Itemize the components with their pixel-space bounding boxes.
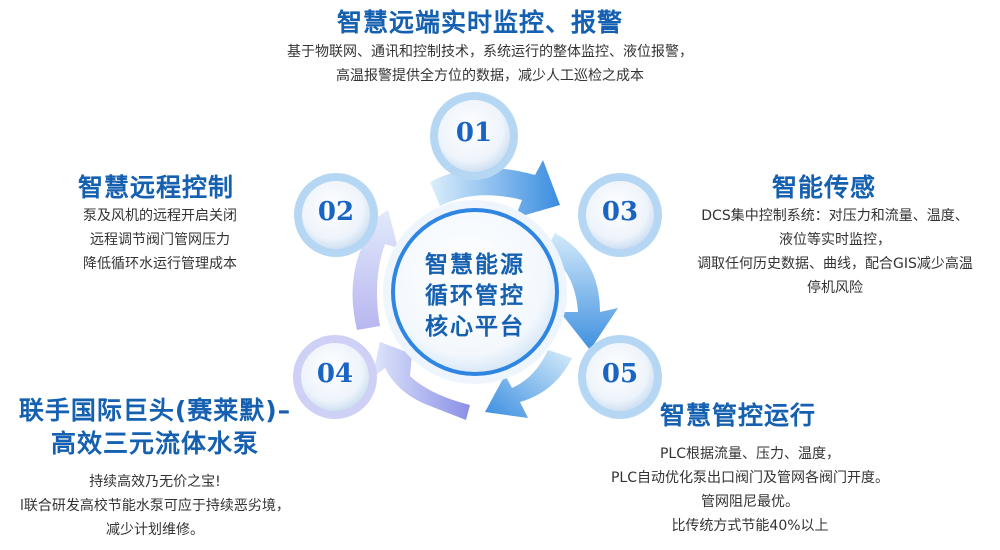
cycle-arrow-3 (485, 350, 572, 418)
item-05-line-2: PLC自动优化泵出口阀门及管网各阀门开度。 (610, 470, 890, 486)
item-04-line-1: 持续高效乃无价之宝! (89, 474, 221, 490)
item-01-line-1: 基于物联网、通讯和控制技术，系统运行的整体监控、液位报警， (287, 44, 693, 60)
item-03-line-1: DCS集中控制系统：对压力和流量、温度、 (701, 208, 969, 224)
item-02-line-1: 泵及风机的远程开启关闭 (83, 208, 237, 224)
item-05-desc: PLC根据流量、压力、温度， PLC自动优化泵出口阀门及管网各阀门开度。 管网阻… (580, 442, 920, 538)
item-03-desc: DCS集中控制系统：对压力和流量、温度、 液位等实时监控， 调取任何历史数据、曲… (680, 204, 990, 300)
node-number-03: 03 (601, 197, 639, 227)
item-05-line-3: 管网阻尼最优。 (701, 494, 799, 510)
node-circle-01 (438, 100, 510, 172)
item-01-title: 智慧远端实时监控、报警 (337, 8, 624, 37)
node-number-02: 02 (317, 197, 355, 227)
item-01-desc: 基于物联网、通讯和控制技术，系统运行的整体监控、液位报警， 高温报警提供全方位的… (250, 40, 730, 88)
item-05-title: 智慧管控运行 (660, 401, 817, 430)
cycle-arrow-2 (545, 233, 618, 350)
item-04-title-line-2: 高效三元流体水泵 (50, 429, 259, 458)
node-number-05: 05 (601, 359, 639, 389)
item-05-line-4: 比传统方式节能40%以上 (671, 518, 829, 534)
node-number-01: 01 (455, 118, 493, 148)
center-circle (391, 208, 559, 376)
center-line-1: 智慧能源 (425, 252, 525, 278)
center-label: 智慧能源 循环管控 核心平台 (400, 250, 550, 343)
node-number-04: 04 (316, 359, 354, 389)
item-01-line-2: 高温报警提供全方位的数据，减少人工巡检之成本 (336, 68, 644, 84)
item-04-line-2: l联合研发高校节能水泵可应于持续恶劣境， (20, 498, 290, 514)
cycle-arrow-4 (372, 342, 470, 420)
item-05-line-1: PLC根据流量、压力、温度， (659, 446, 841, 462)
node-circle-04 (301, 343, 369, 411)
item-04-title-line-1: 联手国际巨头(赛莱默)– (18, 396, 292, 425)
item-03-line-2: 液位等实时监控， (779, 232, 891, 248)
item-02-line-3: 降低循环水运行管理成本 (83, 256, 237, 272)
item-04-line-3: 减少计划维修。 (106, 522, 204, 538)
center-line-3: 核心平台 (425, 314, 525, 340)
node-circle-03 (586, 181, 654, 249)
node-circle-02 (302, 181, 370, 249)
item-04-desc: 持续高效乃无价之宝! l联合研发高校节能水泵可应于持续恶劣境， 减少计划维修。 (0, 470, 310, 542)
item-02-desc: 泵及风机的远程开启关闭 远程调节阀门管网压力 降低循环水运行管理成本 (60, 204, 260, 276)
cycle-arrow-5 (352, 210, 398, 330)
node-circle-05 (586, 343, 654, 411)
item-04-title: 联手国际巨头(赛莱默)– 高效三元流体水泵 (0, 394, 310, 460)
center-line-2: 循环管控 (425, 283, 525, 309)
item-02-title: 智慧远程控制 (78, 173, 235, 202)
item-03-title: 智能传感 (772, 173, 877, 202)
item-03-line-4: 停机风险 (807, 280, 863, 296)
item-02-line-2: 远程调节阀门管网压力 (90, 232, 230, 248)
item-03-line-3: 调取任何历史数据、曲线，配合GIS减少高温 (697, 256, 973, 272)
